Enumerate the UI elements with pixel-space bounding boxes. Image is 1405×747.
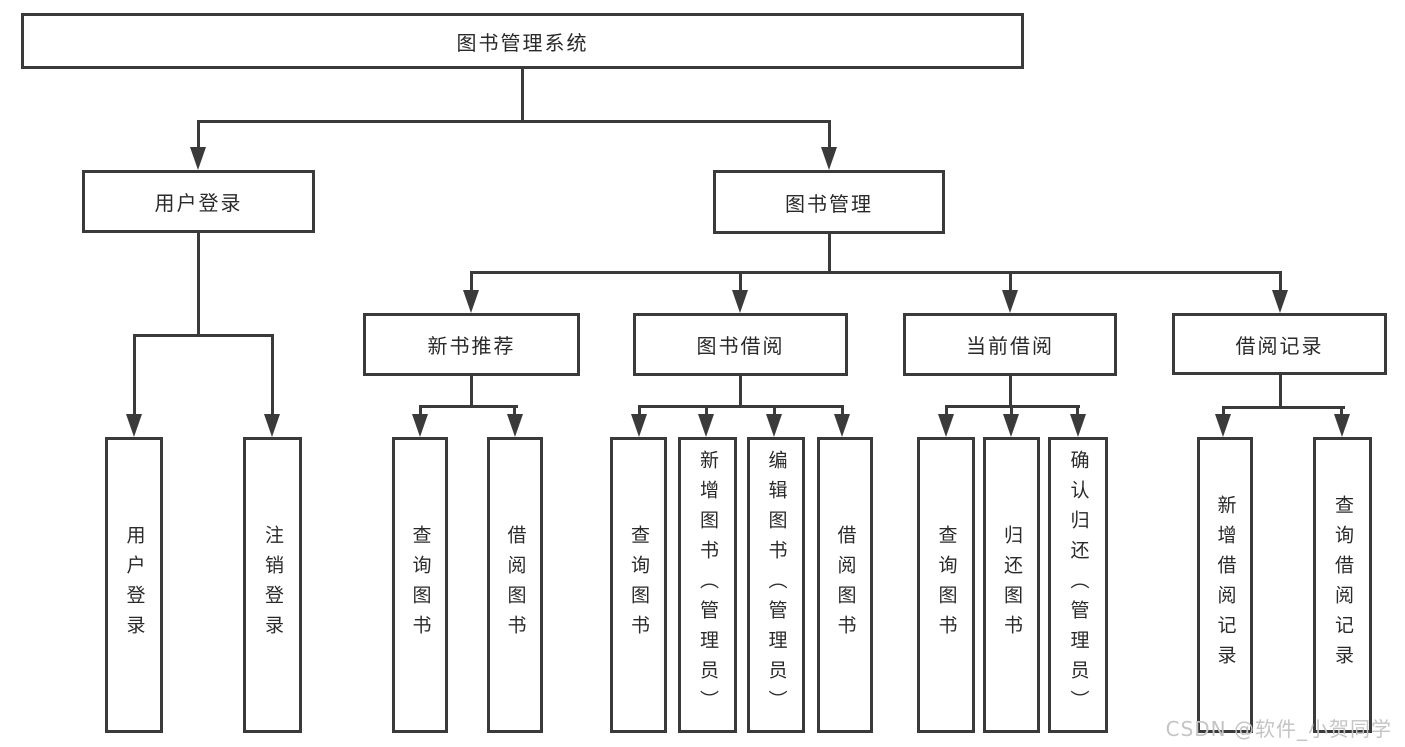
leaf-edit-books-admin-label: 编辑图书（管理员）	[765, 450, 788, 720]
leaf-user-login-label: 用户登录	[123, 525, 146, 645]
connector-line	[419, 405, 422, 418]
leaf-add-books-admin-label: 新增图书（管理员）	[697, 450, 719, 720]
connector-arrowhead	[190, 147, 206, 170]
connector-arrowhead	[631, 414, 647, 437]
connector-arrowhead	[938, 414, 954, 437]
connector-arrowhead	[126, 414, 142, 437]
connector-arrowhead	[1215, 414, 1231, 437]
leaf-query-books-recommend-label: 查询图书	[409, 525, 432, 645]
connector-line	[828, 120, 831, 152]
connector-line	[773, 405, 776, 418]
leaf-query-books-recommend: 查询图书	[392, 437, 448, 733]
connector-line	[133, 334, 274, 337]
connector-line	[1076, 405, 1079, 418]
connector-line	[1340, 406, 1343, 418]
connector-line	[271, 334, 274, 418]
leaf-query-books-borrowing-label: 查询图书	[628, 525, 650, 645]
connector-line	[841, 405, 844, 418]
connector-line	[470, 271, 473, 293]
connector-arrowhead	[1002, 290, 1018, 313]
leaf-query-borrow-record-label: 查询借阅记录	[1332, 495, 1354, 675]
leaf-confirm-return-admin-label: 确认归还（管理员）	[1067, 450, 1090, 720]
node-user-login: 用户登录	[82, 170, 315, 233]
node-library-management-system: 图书管理系统	[21, 13, 1024, 69]
csdn-watermark: CSDN @软件_小贺同学	[1165, 717, 1392, 741]
leaf-borrow-books-recommend: 借阅图书	[487, 437, 543, 733]
connector-arrowhead	[412, 414, 428, 437]
connector-arrowhead	[821, 147, 837, 170]
connector-line	[1222, 406, 1225, 418]
connector-line	[945, 405, 948, 418]
leaf-query-books-borrowing: 查询图书	[610, 437, 667, 733]
leaf-return-books-label: 归还图书	[1001, 525, 1023, 645]
connector-arrowhead	[732, 290, 748, 313]
connector-line	[1279, 375, 1282, 409]
node-book-borrowing: 图书借阅	[633, 313, 848, 376]
leaf-edit-books-admin: 编辑图书（管理员）	[747, 437, 805, 733]
connector-line	[470, 376, 473, 408]
connector-arrowhead	[834, 414, 850, 437]
connector-line	[197, 233, 200, 337]
node-current-borrowing: 当前借阅	[903, 313, 1117, 376]
connector-arrowhead	[1003, 414, 1019, 437]
leaf-logout: 注销登录	[243, 437, 302, 733]
connector-line	[1009, 271, 1012, 293]
connector-arrowhead	[1272, 290, 1288, 313]
leaf-logout-label: 注销登录	[262, 525, 284, 645]
connector-arrowhead	[766, 414, 782, 437]
leaf-add-borrow-record-label: 新增借阅记录	[1214, 495, 1237, 675]
connector-line	[1009, 376, 1012, 408]
leaf-borrow-books-recommend-label: 借阅图书	[504, 525, 527, 645]
connector-arrowhead	[264, 414, 280, 437]
leaf-return-books: 归还图书	[983, 437, 1040, 733]
node-new-book-recommendation: 新书推荐	[363, 313, 580, 376]
connector-arrowhead	[1070, 414, 1086, 437]
connector-line	[521, 69, 524, 123]
connector-line	[197, 120, 830, 123]
leaf-borrow-books-borrowing-label: 借阅图书	[834, 525, 857, 645]
connector-arrowhead	[463, 290, 479, 313]
leaf-query-books-current-label: 查询图书	[935, 525, 958, 645]
node-borrowing-records: 借阅记录	[1172, 313, 1387, 375]
connector-arrowhead	[698, 414, 714, 437]
leaf-query-books-current: 查询图书	[917, 437, 975, 733]
leaf-confirm-return-admin: 确认归还（管理员）	[1048, 437, 1108, 733]
connector-line	[133, 334, 136, 418]
leaf-user-login: 用户登录	[105, 437, 163, 733]
connector-arrowhead	[507, 414, 523, 437]
connector-line	[638, 405, 641, 418]
leaf-add-books-admin: 新增图书（管理员）	[678, 437, 737, 733]
connector-line	[470, 271, 1282, 274]
leaf-query-borrow-record: 查询借阅记录	[1313, 437, 1372, 733]
connector-line	[513, 405, 516, 418]
connector-line	[739, 376, 742, 408]
node-book-management: 图书管理	[713, 170, 945, 234]
connector-line	[1010, 405, 1013, 418]
connector-line	[1279, 271, 1282, 293]
connector-line	[638, 405, 844, 408]
connector-line	[197, 120, 200, 152]
connector-line	[739, 271, 742, 293]
connector-line	[828, 234, 831, 274]
leaf-borrow-books-borrowing: 借阅图书	[817, 437, 873, 733]
connector-arrowhead	[1334, 414, 1350, 437]
connector-line	[705, 405, 708, 418]
leaf-add-borrow-record: 新增借阅记录	[1197, 437, 1253, 733]
connector-line	[1222, 406, 1345, 409]
connector-line	[419, 405, 518, 408]
